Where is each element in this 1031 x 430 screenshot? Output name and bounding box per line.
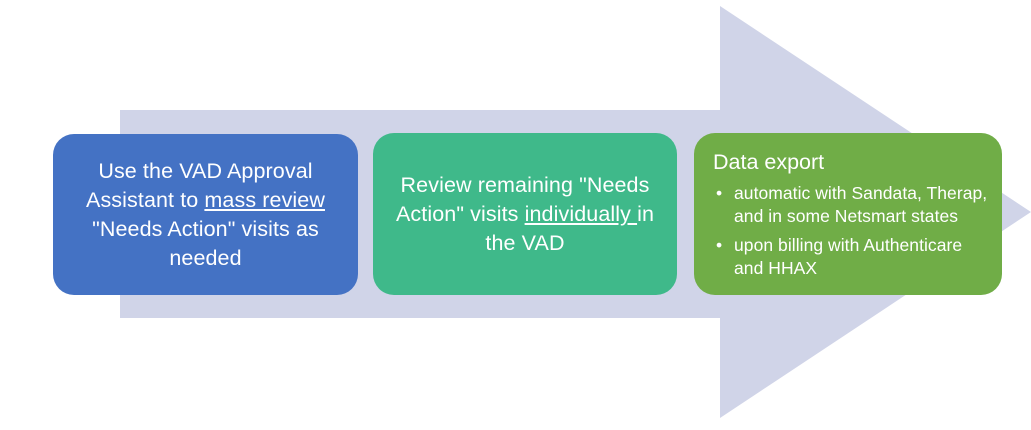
step-1-text: Use the VAD Approval Assistant to mass r… <box>67 157 344 273</box>
step-3-bullet-list: • automatic with Sandata, Therap, and in… <box>711 182 994 286</box>
step-2-text-part-3: in the VAD <box>485 201 654 255</box>
step-2-text-emphasis: individually <box>524 201 638 226</box>
step-2-text: Review remaining "Needs Action" visits i… <box>385 171 665 258</box>
bullet-icon: • <box>716 235 723 255</box>
process-step-2[interactable]: Review remaining "Needs Action" visits i… <box>373 133 677 295</box>
list-item: • automatic with Sandata, Therap, and in… <box>711 182 994 227</box>
process-step-1[interactable]: Use the VAD Approval Assistant to mass r… <box>53 134 358 295</box>
list-item: • upon billing with Authenticare and HHA… <box>711 234 994 279</box>
list-item-text: automatic with Sandata, Therap, and in s… <box>734 183 988 226</box>
step-3-title: Data export <box>713 150 825 174</box>
process-step-3[interactable]: Data export • automatic with Sandata, Th… <box>694 133 1002 295</box>
step-1-text-part-1: Use the VAD Approval Assistant to <box>86 158 313 212</box>
step-1-text-part-3: "Needs Action" visits as needed <box>92 216 319 270</box>
step-2-text-part-1: Review remaining "Needs Action" visits <box>395 172 650 226</box>
list-item-text: upon billing with Authenticare and HHAX <box>734 235 963 278</box>
step-1-text-emphasis: mass review <box>204 187 325 212</box>
bullet-icon: • <box>716 183 723 203</box>
